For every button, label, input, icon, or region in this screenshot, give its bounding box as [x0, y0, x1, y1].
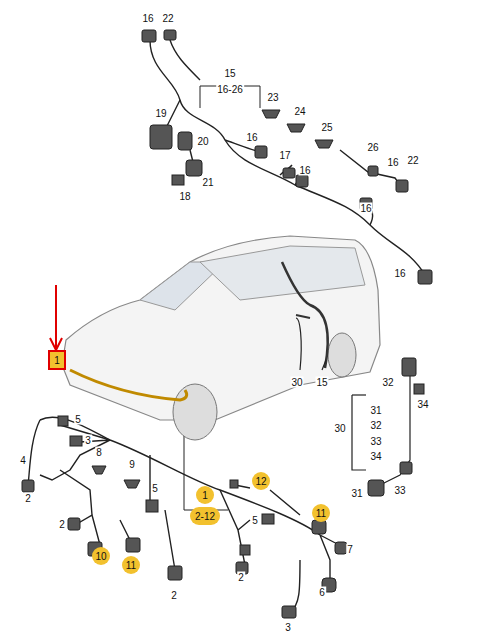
callout-number: 30	[333, 423, 346, 434]
callout-number: 16-26	[216, 84, 244, 95]
callout-circle: 2-12	[190, 507, 220, 525]
callout-number: 25	[320, 122, 333, 133]
callout-number: 34	[369, 451, 382, 462]
callout-number: 2	[170, 590, 178, 601]
car	[62, 236, 380, 440]
callout-circle: 12	[252, 472, 270, 490]
callout-number: 9	[128, 459, 136, 470]
callout-number: 12	[255, 476, 266, 487]
callout-number: 15	[315, 377, 328, 388]
callout-number: 32	[381, 377, 394, 388]
front-connectors	[22, 416, 347, 618]
callout-number: 16	[359, 203, 372, 214]
callout-number: 22	[406, 155, 419, 166]
callout-number: 19	[154, 108, 167, 119]
highlight-box: 1	[48, 350, 66, 370]
callout-number: 2	[58, 519, 66, 530]
callout-number: 4	[19, 455, 27, 466]
callout-number: 34	[416, 399, 429, 410]
side-connectors	[368, 358, 424, 496]
callout-circle: 1	[196, 486, 214, 504]
callout-number: 33	[369, 436, 382, 447]
callout-circle: 11	[122, 556, 140, 574]
callout-number: 3	[84, 435, 92, 446]
callout-number: 2	[24, 493, 32, 504]
callout-number: 11	[126, 560, 136, 571]
callout-number: 32	[369, 420, 382, 431]
callout-number: 5	[251, 515, 259, 526]
callout-number: 5	[74, 414, 82, 425]
callout-number: 17	[278, 150, 291, 161]
callout-number: 18	[178, 191, 191, 202]
callout-number: 22	[161, 13, 174, 24]
callout-number: 16	[141, 13, 154, 24]
callout-number: 7	[346, 544, 354, 555]
callout-circle: 10	[92, 547, 110, 565]
callout-number: 1	[54, 355, 60, 366]
callout-number: 5	[151, 483, 159, 494]
callout-number: 30	[290, 377, 303, 388]
callout-number: 3	[284, 622, 292, 633]
side-harness	[296, 318, 410, 485]
callout-number: 21	[201, 177, 214, 188]
callout-number: 31	[350, 488, 363, 499]
callout-number: 23	[266, 92, 279, 103]
callout-number: 16	[393, 268, 406, 279]
callout-circle: 11	[312, 504, 330, 522]
callout-number: 20	[196, 136, 209, 147]
red-arrow	[50, 285, 62, 350]
callout-number: 16	[245, 132, 258, 143]
callout-number: 16	[386, 157, 399, 168]
callout-number: 33	[393, 485, 406, 496]
callout-number: 1	[202, 490, 208, 501]
callout-number: 2-12	[195, 511, 215, 522]
callout-number: 8	[95, 447, 103, 458]
callout-number: 16	[298, 165, 311, 176]
callout-number: 11	[316, 508, 326, 519]
callout-number: 24	[293, 106, 306, 117]
front-harness	[28, 417, 345, 612]
callout-number: 15	[223, 68, 236, 79]
callout-number: 6	[318, 587, 326, 598]
callout-number: 2	[237, 572, 245, 583]
callout-number: 10	[95, 551, 106, 562]
callout-number: 26	[366, 142, 379, 153]
callout-number: 31	[369, 405, 382, 416]
